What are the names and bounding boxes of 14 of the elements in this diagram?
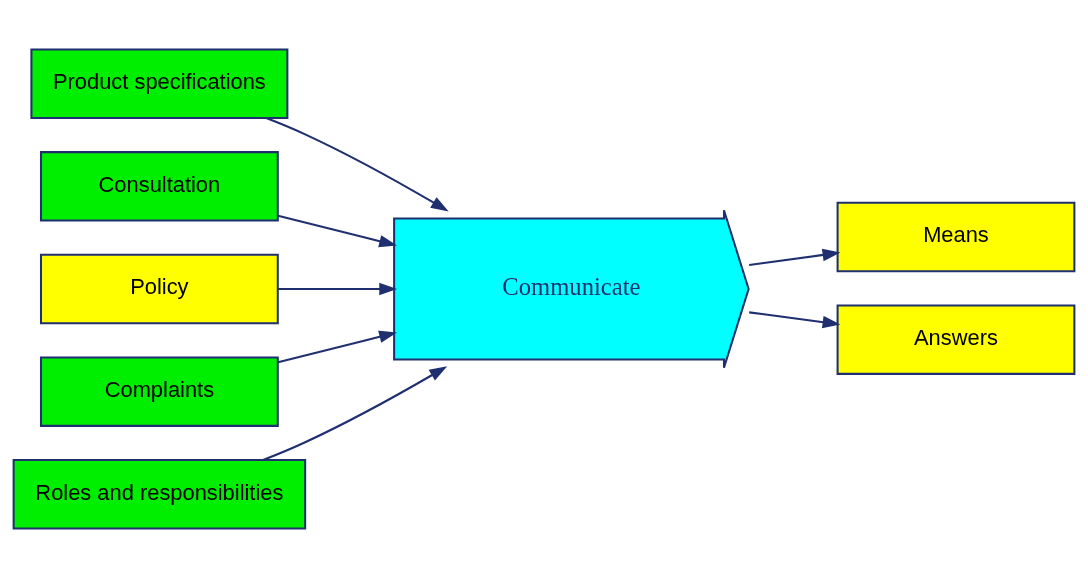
node-box: Consultation bbox=[39, 151, 279, 222]
arrow bbox=[749, 311, 841, 329]
node-box: Answers bbox=[836, 304, 1076, 375]
node-box: Roles and responsibilities bbox=[12, 459, 307, 530]
arrow bbox=[749, 248, 841, 266]
arrow bbox=[277, 330, 397, 364]
node-box: Complaints bbox=[39, 356, 279, 427]
arrow bbox=[278, 282, 398, 296]
arrow bbox=[277, 214, 397, 248]
node-box: Policy bbox=[39, 253, 279, 325]
arrow bbox=[265, 117, 449, 212]
node-box: Means bbox=[836, 201, 1076, 273]
arrow bbox=[262, 366, 448, 461]
node-box: Product specifications bbox=[30, 48, 289, 119]
